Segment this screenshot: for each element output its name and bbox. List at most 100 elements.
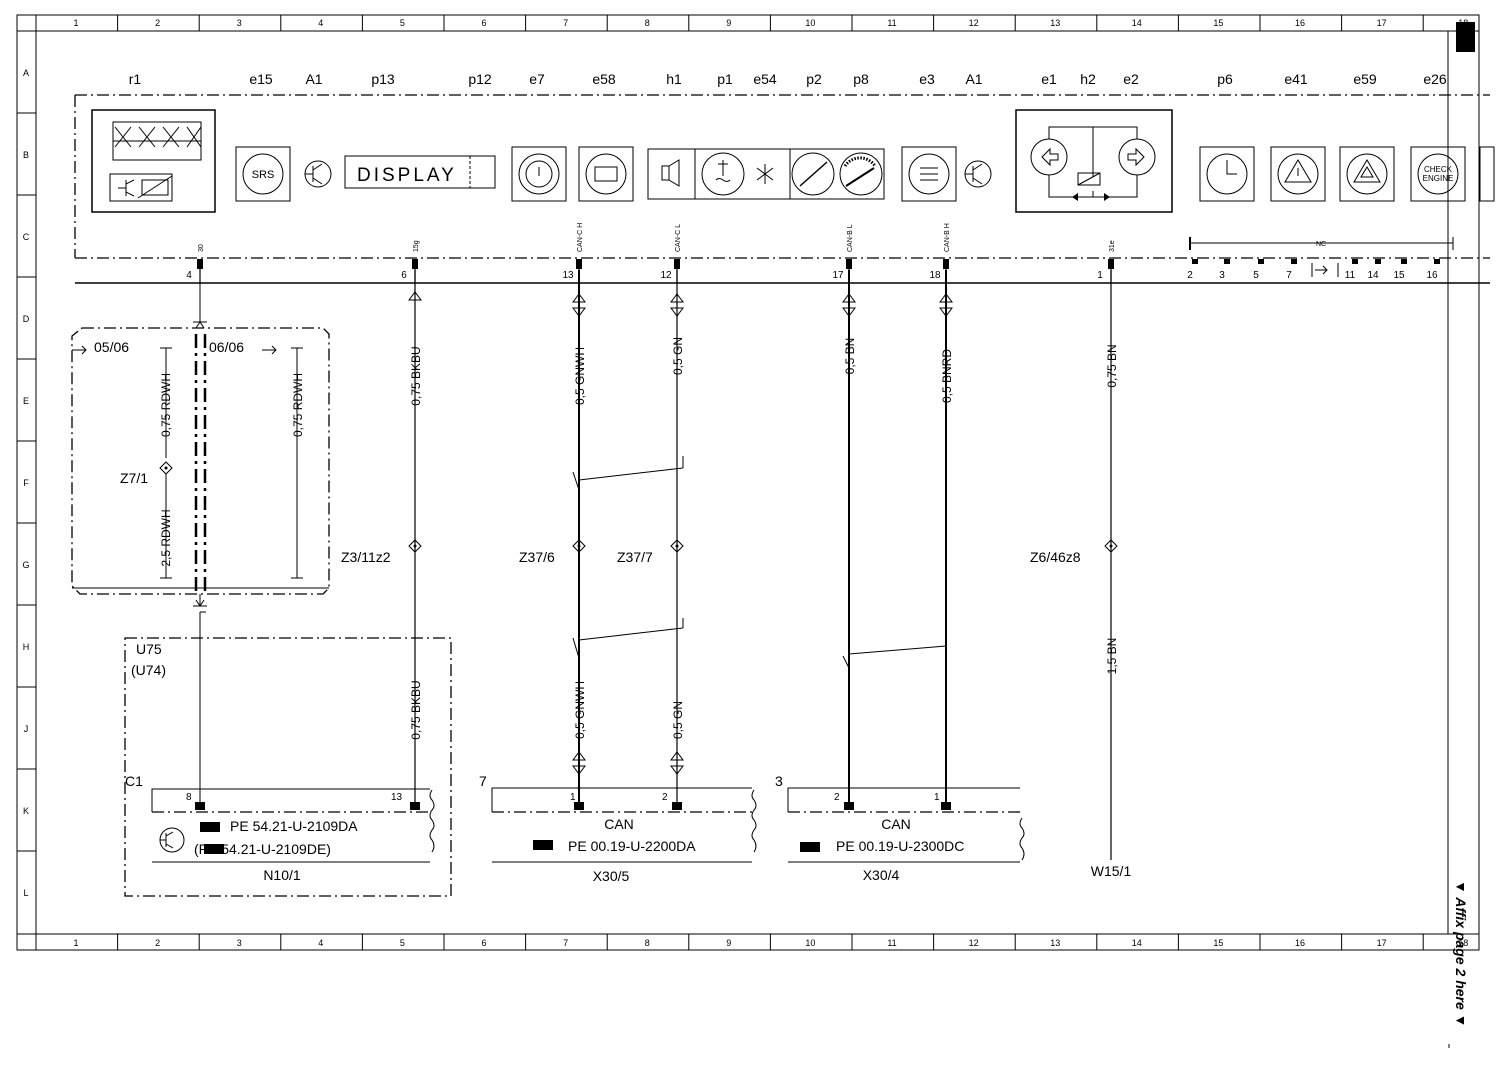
variant-left: 05/06: [94, 339, 129, 355]
component-label: e1: [1041, 71, 1057, 87]
pin-terminal: [412, 259, 418, 269]
pin-terminal: [1108, 259, 1114, 269]
column-label: 2: [155, 938, 160, 948]
inner-frame: [35, 30, 1449, 935]
column-label: 9: [726, 938, 731, 948]
column-label: 14: [1132, 938, 1142, 948]
corner-marker: [1456, 22, 1475, 52]
transistor-symbol: [304, 160, 332, 188]
z37-6-label: Z37/6: [519, 549, 555, 565]
row-label: C: [23, 232, 30, 242]
wire-label: 0,5 GN: [671, 337, 685, 375]
x305-pin1: 1: [570, 792, 576, 803]
wire-31e: Z6/46z8 W15/1: [1030, 270, 1131, 879]
check-engine-lamp: CHECK ENGINE: [1410, 146, 1466, 202]
variant-box: 05/06 06/06 Z7/1: [71, 283, 330, 607]
component-label: A1: [965, 71, 982, 87]
pin-signal: 30: [198, 244, 205, 252]
row-label: A: [23, 68, 29, 78]
row-label: J: [24, 724, 29, 734]
column-label: 3: [237, 18, 242, 28]
z37-7-label: Z37/7: [617, 549, 653, 565]
x30-5-connector: 7 1 2 CAN PE 00.19-U-2200DA X30/5: [479, 773, 757, 884]
nc-pin: [1258, 259, 1264, 264]
pin-signal: CAN-B H: [944, 223, 951, 252]
nc-pin: [1401, 259, 1407, 264]
component-label: p1: [717, 71, 733, 87]
component-label: e15: [249, 71, 273, 87]
x304-label: X30/4: [863, 867, 900, 883]
nc-pin: [1352, 259, 1358, 264]
component-label: e26: [1423, 71, 1447, 87]
wire-label: 0,5 BN: [843, 338, 857, 375]
margin-note: ▼ Affix page 2 here ▼: [1453, 880, 1469, 1028]
row-label: L: [23, 888, 28, 898]
x304-can: CAN: [881, 816, 911, 832]
nc-pin: [1192, 259, 1198, 264]
x305-pin2: 2: [662, 792, 668, 803]
wire-label: 0,5 GN: [671, 701, 685, 739]
component-label: e58: [592, 71, 616, 87]
component-label: p6: [1217, 71, 1233, 87]
pin-signal: CAN-C L: [675, 224, 682, 252]
column-label: 13: [1050, 938, 1060, 948]
wire-label: 0,5 GNWH: [573, 681, 587, 739]
column-label: 7: [563, 18, 568, 28]
row-label: G: [22, 560, 29, 570]
component-label: e2: [1123, 71, 1139, 87]
column-label: 10: [805, 938, 815, 948]
x305-ref: PE 00.19-U-2200DA: [568, 838, 696, 854]
column-label: 17: [1377, 938, 1387, 948]
column-label: 5: [400, 938, 405, 948]
wire-label: 0,75 BKBU: [409, 680, 423, 739]
column-label: 18: [1458, 18, 1468, 28]
column-label: 6: [481, 18, 486, 28]
row-label: E: [23, 396, 29, 406]
column-label: 12: [969, 18, 979, 28]
column-label: 11: [887, 18, 896, 28]
wire-label: 2,5 RDWH: [159, 509, 173, 566]
pin-signal: 31e: [1109, 240, 1116, 252]
nc-pin-number: 16: [1426, 270, 1438, 281]
r1-resistor-block: [91, 109, 216, 213]
column-label: 1: [73, 938, 78, 948]
nc-label: NC: [1316, 241, 1326, 248]
column-label: 15: [1213, 18, 1223, 28]
pin-number: 18: [929, 270, 941, 281]
x305-label: X30/5: [593, 868, 630, 884]
outer-frame: [16, 14, 1480, 951]
column-label: 8: [645, 18, 650, 28]
u75-label: U75: [136, 641, 162, 657]
column-label: 16: [1295, 938, 1305, 948]
column-label: 8: [645, 938, 650, 948]
nc-pin: [1291, 259, 1297, 264]
x304-pin1: 1: [934, 792, 940, 803]
check-text: CHECK: [1424, 165, 1453, 174]
seatbelt-lamp: [901, 146, 957, 202]
row-label: K: [23, 806, 29, 816]
nc-pin: [1224, 259, 1230, 264]
component-label: h1: [666, 71, 682, 87]
c1-label: C1: [125, 773, 143, 789]
column-label: 15: [1213, 938, 1223, 948]
column-label: 17: [1377, 18, 1387, 28]
n10-pin8: 8: [186, 792, 192, 803]
component-label: p12: [468, 71, 492, 87]
n10-label: N10/1: [263, 867, 301, 883]
brake-lamp: [511, 146, 567, 202]
component-label: e7: [529, 71, 545, 87]
wire-label: 0,5 GNWH: [573, 347, 587, 405]
pin-number: 4: [186, 270, 192, 281]
nc-pin-number: 2: [1187, 270, 1193, 281]
column-label: 6: [481, 938, 486, 948]
column-label: 14: [1132, 18, 1142, 28]
wire-label: 0,75 BKBU: [409, 346, 423, 405]
z6-label: Z6/46z8: [1030, 549, 1081, 565]
n10-ref1: PE 54.21-U-2109DA: [230, 818, 358, 834]
turn-signal-block: [1015, 109, 1173, 213]
x305-num: 7: [479, 773, 487, 789]
